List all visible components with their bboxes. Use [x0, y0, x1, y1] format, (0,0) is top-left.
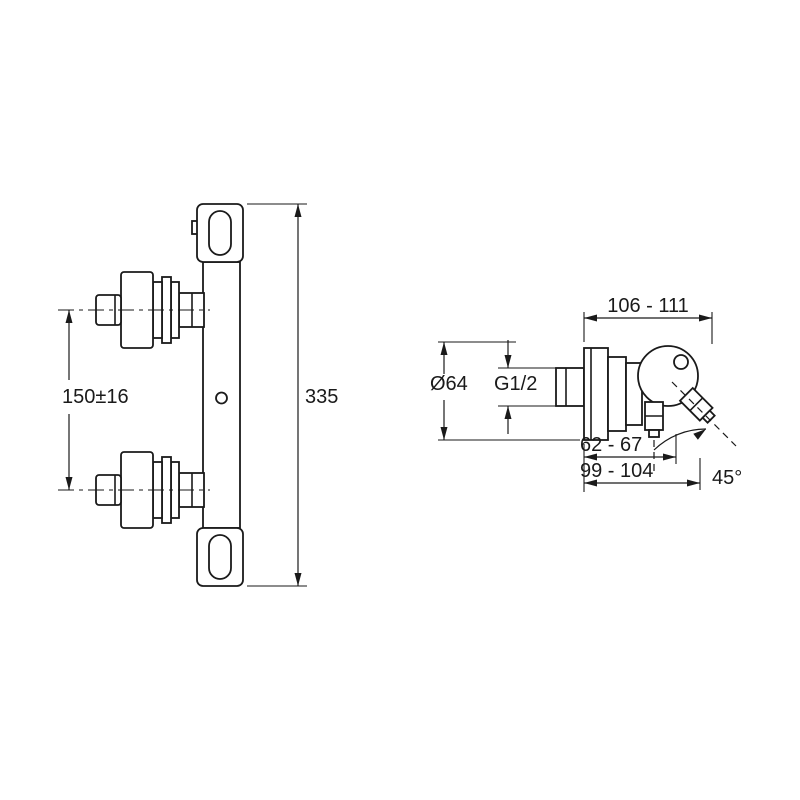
body-center-detail [215, 391, 228, 405]
front-view: 150±16 335 [58, 203, 338, 587]
dim-plate-diameter-label: Ø64 [430, 373, 468, 395]
dimension-thread-size: G1/2 [494, 340, 560, 434]
bottom-handle [58, 451, 210, 529]
dimension-top-depth: 106 - 111 [583, 295, 713, 344]
inlet-connector [555, 367, 585, 407]
wall-plate [583, 347, 609, 441]
swivel-spout [678, 386, 716, 424]
top-mounting-plate [191, 203, 244, 263]
dim-thread-size-label: G1/2 [494, 373, 537, 395]
dim-top-depth-label: 106 - 111 [607, 295, 689, 317]
dimension-plate-diameter: Ø64 [430, 341, 580, 441]
top-plate-slot [208, 210, 232, 256]
dimension-outlet-depth: 62 - 67 [580, 434, 677, 492]
bottom-plate-slot [208, 534, 232, 580]
top-handle [58, 271, 210, 349]
angle-arc [653, 428, 707, 451]
dim-total-depth-label: 99 - 104 [580, 460, 653, 482]
valve-housing [607, 356, 643, 432]
bottom-mounting-plate [196, 527, 244, 587]
knob-button-detail [673, 354, 689, 370]
spout-axis-dashed-line [671, 381, 737, 447]
dimension-handle-spacing: 150±16 [62, 310, 129, 490]
dimension-total-height: 335 [247, 203, 338, 587]
control-knob [637, 345, 699, 407]
hose-outlet [644, 401, 664, 438]
dim-spout-angle-label: 45° [712, 467, 742, 489]
side-view: 106 - 111 Ø64 G1/2 62 - 67 [430, 295, 742, 492]
angle-construction [653, 381, 737, 472]
angle-arc-arrowhead [693, 429, 706, 440]
dim-outlet-depth-label: 62 - 67 [580, 434, 642, 456]
dim-handle-spacing-label: 150±16 [62, 386, 129, 408]
dimension-total-depth: 99 - 104 [580, 458, 701, 490]
dim-total-height-label: 335 [305, 386, 338, 408]
